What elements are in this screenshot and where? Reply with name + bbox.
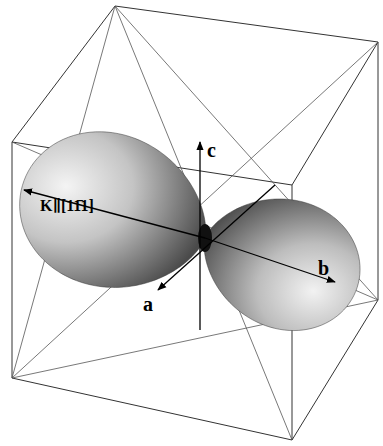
k-axis [24, 190, 205, 238]
b-axis [205, 238, 335, 282]
vector-label: K∥[11̄1] [40, 198, 94, 214]
a-axis [158, 185, 275, 290]
unit-cell-cube [12, 6, 378, 440]
axis-label: a [143, 294, 153, 314]
axis-label: b [318, 258, 329, 278]
cube-side-edges [12, 6, 378, 440]
plane-lines [12, 6, 378, 440]
axes [24, 142, 335, 330]
orbital-lobe [204, 199, 360, 331]
orbital-lobe [20, 132, 206, 288]
axis-label: c [207, 140, 216, 160]
lobes [20, 132, 360, 331]
